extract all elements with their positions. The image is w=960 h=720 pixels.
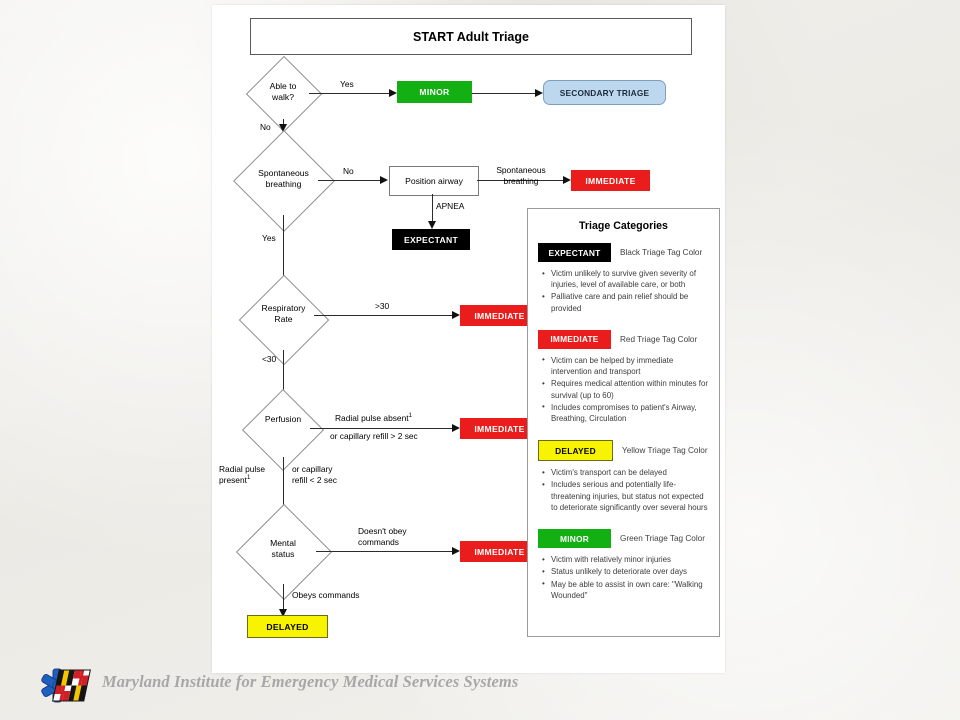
miemss-logo-icon xyxy=(41,668,91,703)
legend-chip-delayed: DELAYED xyxy=(538,440,613,462)
tag-immediate-mental-status: IMMEDIATE xyxy=(460,541,539,562)
node-position-airway: Position airway xyxy=(389,166,479,196)
legend-title: Triage Categories xyxy=(579,220,668,232)
edge-breathing-no-line xyxy=(318,180,380,181)
edge-perfusion-present-line xyxy=(283,457,284,519)
edge-rate-over30-arrow xyxy=(452,310,460,319)
legend-caption-immediate: Red Triage Tag Color xyxy=(620,334,698,344)
edge-rate-over30-line xyxy=(314,315,452,316)
triage-categories-legend: Triage Categories EXPECTANT Black Triage… xyxy=(527,208,720,637)
edge-mental-disobey-line xyxy=(316,551,452,552)
footnote-marker-absent: 1 xyxy=(408,413,412,420)
list-item: Victim with relatively minor injuries xyxy=(542,554,709,566)
legend-caption-expectant: Black Triage Tag Color xyxy=(620,248,703,257)
edge-label-radial-pulse-present: Radial pulse present1 xyxy=(219,464,266,485)
legend-bullets-immediate: Victim can be helped by immediate interv… xyxy=(538,354,709,424)
page-title: START Adult Triage xyxy=(250,18,692,55)
list-item: Includes serious and potentially life-th… xyxy=(542,479,709,513)
edge-label-obeys-commands: Obeys commands xyxy=(292,590,360,600)
decision-spontaneous-breathing xyxy=(233,130,335,232)
legend-chip-immediate: IMMEDIATE xyxy=(538,329,611,349)
list-item: Status unlikely to deteriorate over days xyxy=(542,566,709,578)
edge-mental-obeys-arrow xyxy=(278,609,287,617)
edge-walk-yes-line xyxy=(309,93,389,94)
tag-minor: MINOR xyxy=(397,81,472,103)
legend-caption-delayed: Yellow Triage Tag Color xyxy=(622,446,708,456)
tag-immediate-respiratory-rate: IMMEDIATE xyxy=(460,305,539,326)
edge-label-capillary-refill-under: or capillary refill < 2 sec xyxy=(292,464,337,485)
list-item: Victim unlikely to survive given severit… xyxy=(542,267,709,290)
legend-bullets-minor: Victim with relatively minor injuries St… xyxy=(538,554,709,601)
legend-row-expectant: EXPECTANT Black Triage Tag Color xyxy=(538,243,709,262)
edge-airway-breathing-line xyxy=(477,180,563,181)
edge-label-over-30: >30 xyxy=(375,301,390,311)
edge-label-spontaneous-breathing: Spontaneous breathing xyxy=(496,165,546,186)
edge-walk-no-arrow xyxy=(278,124,287,132)
footnote-marker-present: 1 xyxy=(246,475,251,482)
edge-label-capillary-refill-over: or capillary refill > 2 sec xyxy=(330,431,418,441)
edge-minor-to-secondary-arrow xyxy=(535,88,543,97)
edge-airway-breathing-arrow xyxy=(563,175,571,184)
edge-label-doesnt-obey: Doesn't obey commands xyxy=(358,526,407,547)
footer: Maryland Institute for Emergency Medical… xyxy=(0,652,960,720)
edge-label-under-30: <30 xyxy=(262,354,277,364)
list-item: Requires medical attention within minute… xyxy=(542,378,709,400)
list-item: Victim can be helped by immediate interv… xyxy=(542,354,709,377)
legend-chip-minor: MINOR xyxy=(538,529,611,549)
page-title-text: START Adult Triage xyxy=(413,29,529,44)
decision-mental-status xyxy=(235,503,333,601)
tag-delayed: DELAYED xyxy=(247,615,328,638)
edge-perfusion-absent-line xyxy=(310,428,452,429)
edge-breathing-no-arrow xyxy=(380,175,388,184)
triage-flowchart-page: START Adult Triage Able to walk? Yes MIN… xyxy=(212,5,725,673)
footer-organization-name: Maryland Institute for Emergency Medical… xyxy=(102,672,519,691)
edge-mental-obeys-line xyxy=(283,584,284,616)
legend-row-immediate: IMMEDIATE Red Triage Tag Color xyxy=(538,329,709,349)
tag-expectant: EXPECTANT xyxy=(392,229,470,250)
legend-row-delayed: DELAYED Yellow Triage Tag Color xyxy=(538,440,709,462)
node-secondary-triage: SECONDARY TRIAGE xyxy=(543,80,666,105)
legend-caption-minor: Green Triage Tag Color xyxy=(620,534,705,544)
edge-label-apnea: APNEA xyxy=(436,201,465,211)
edge-rate-under30-line xyxy=(283,350,284,403)
list-item: Palliative care and pain relief should b… xyxy=(542,291,709,313)
tag-immediate-perfusion: IMMEDIATE xyxy=(460,418,539,439)
edge-minor-to-secondary-line xyxy=(472,93,535,94)
edge-label-yes-breathing: Yes xyxy=(262,233,276,243)
decision-able-to-walk xyxy=(245,55,323,133)
edge-label-no-walk: No xyxy=(260,122,271,132)
edge-label-no-breathing: No xyxy=(343,166,354,176)
edge-mental-disobey-arrow xyxy=(452,546,460,555)
edge-breathing-yes-line xyxy=(283,215,284,289)
list-item: Victim's transport can be delayed xyxy=(542,467,709,479)
legend-chip-expectant: EXPECTANT xyxy=(538,243,611,262)
legend-bullets-expectant: Victim unlikely to survive given severit… xyxy=(538,267,709,314)
edge-apnea-line xyxy=(432,194,433,223)
legend-row-minor: MINOR Green Triage Tag Color xyxy=(538,529,709,549)
legend-bullets-delayed: Victim's transport can be delayed Includ… xyxy=(538,467,709,513)
edge-walk-yes-arrow xyxy=(389,88,397,97)
edge-perfusion-absent-arrow xyxy=(452,423,460,432)
edge-label-yes-walk: Yes xyxy=(340,79,354,89)
list-item: May be able to assist in own care: "Walk… xyxy=(542,578,709,601)
edge-apnea-arrow xyxy=(427,221,436,229)
decision-respiratory-rate xyxy=(238,274,330,366)
list-item: Includes compromises to patient's Airway… xyxy=(542,401,709,424)
edge-label-radial-pulse-absent: Radial pulse absent1 xyxy=(335,413,412,423)
tag-immediate-breathing: IMMEDIATE xyxy=(571,170,650,191)
